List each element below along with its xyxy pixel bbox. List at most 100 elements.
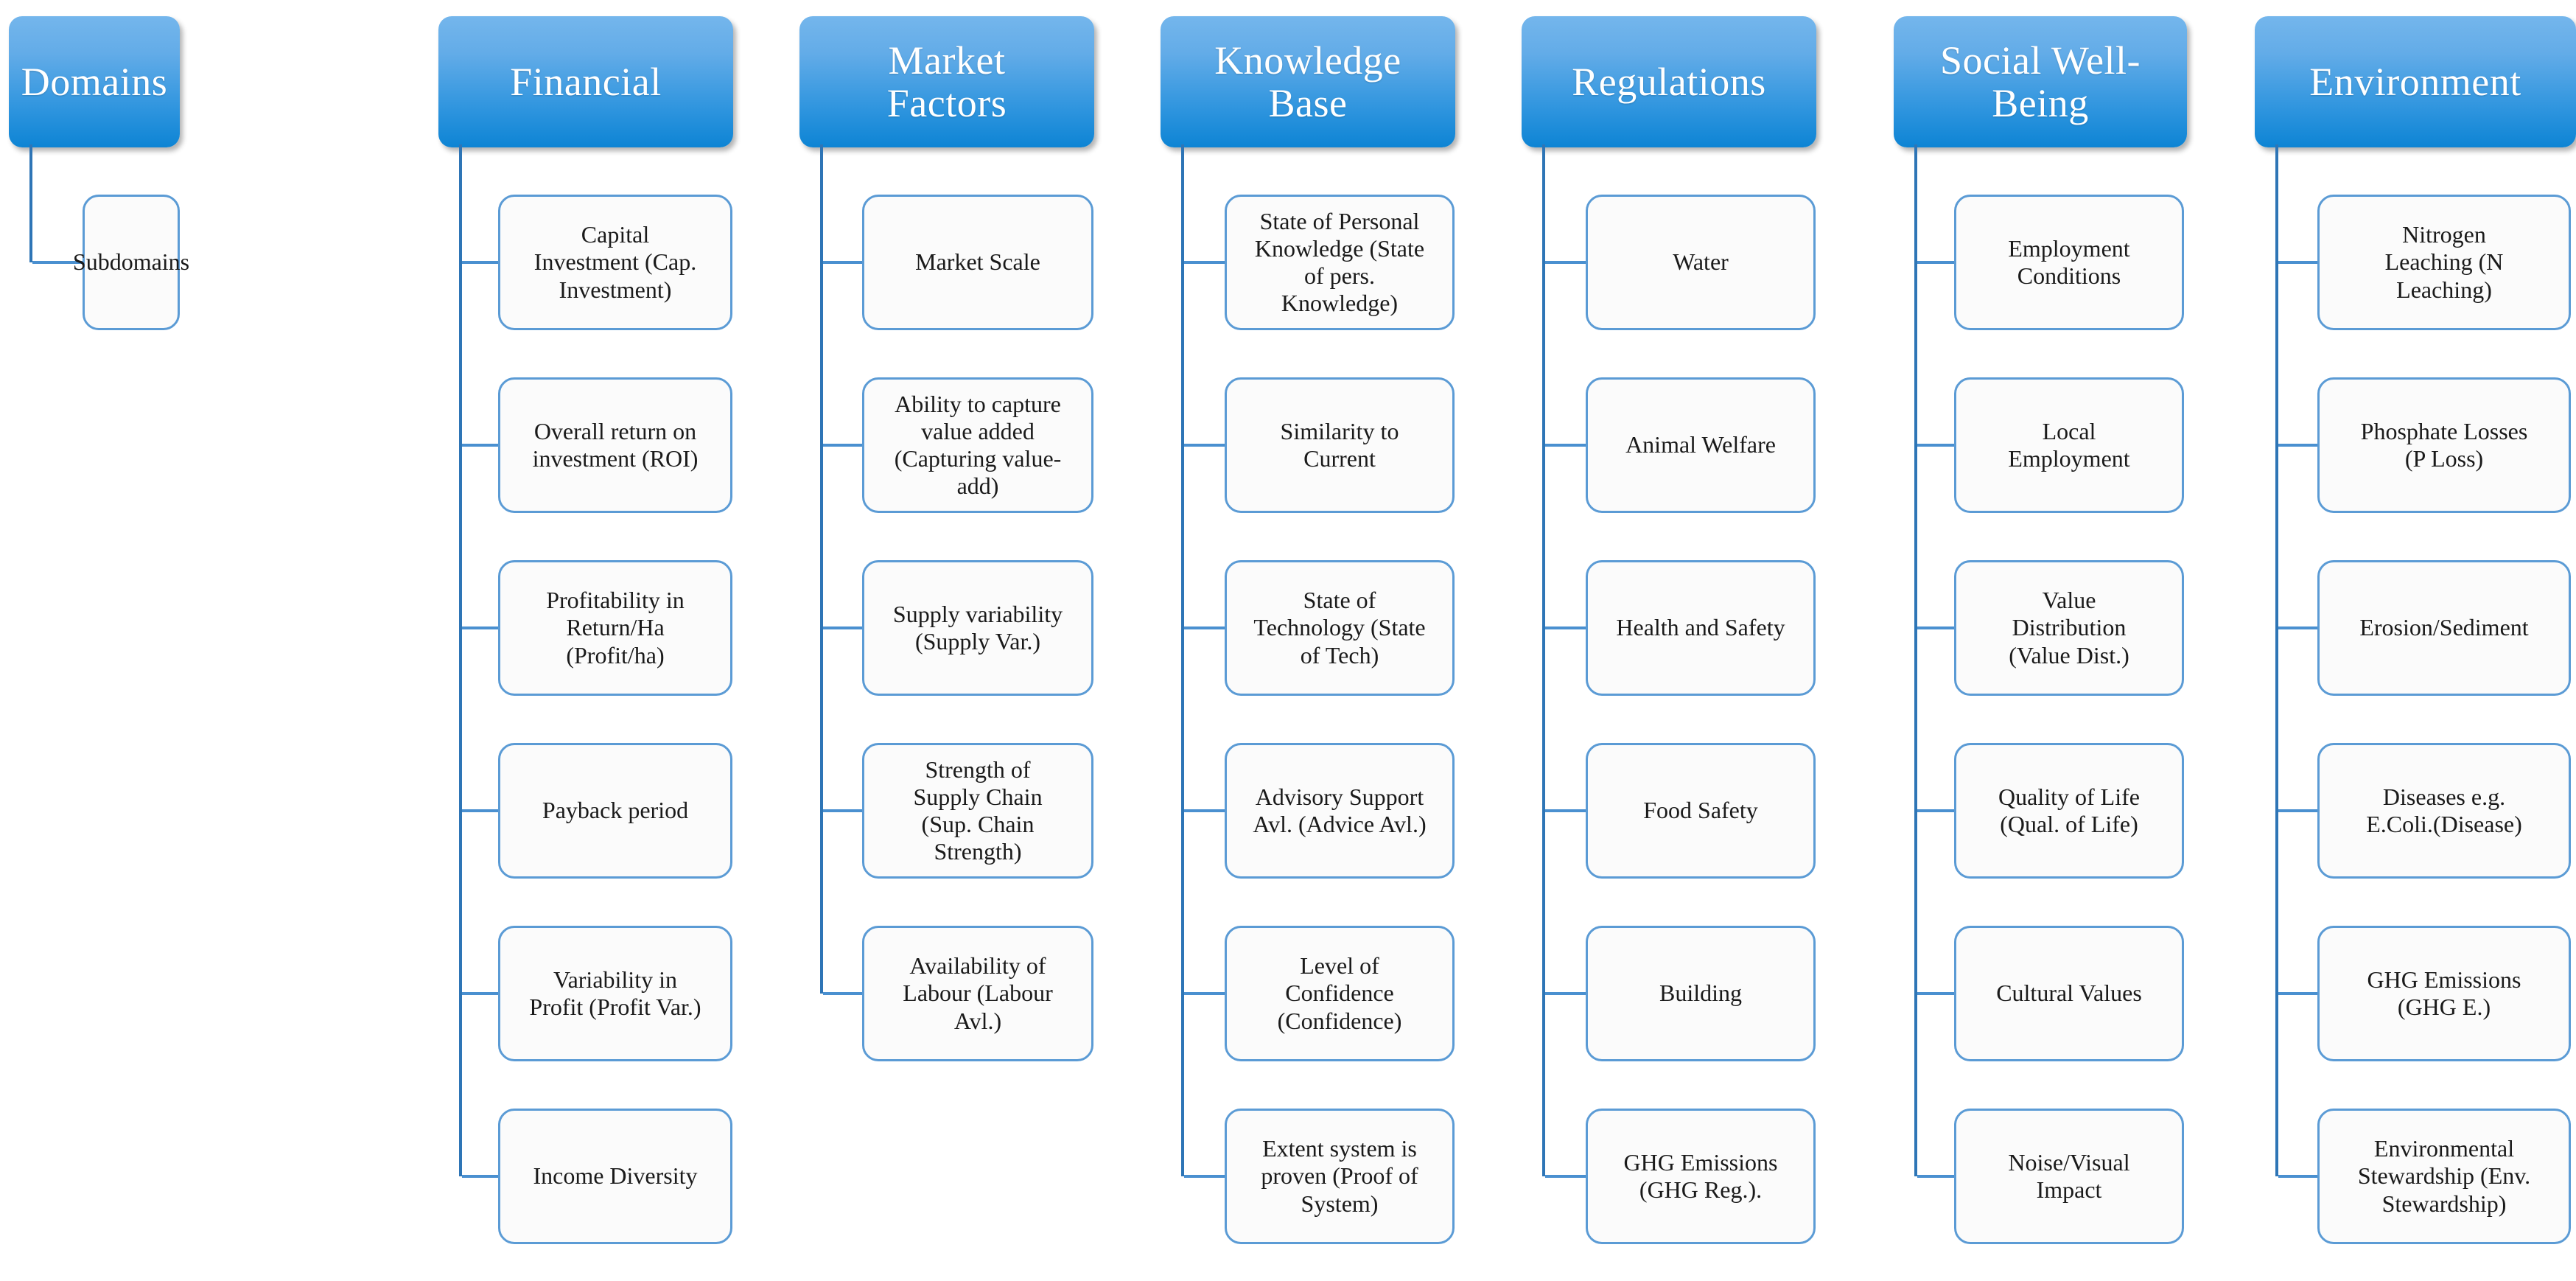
sub-box-label: Water bbox=[1673, 248, 1729, 276]
sub-box-label: Supply variability (Supply Var.) bbox=[892, 600, 1063, 655]
connector-stub bbox=[1545, 992, 1586, 995]
connector-stub bbox=[462, 992, 498, 995]
connector-stub bbox=[462, 261, 498, 264]
sub-box-label: Health and Safety bbox=[1616, 614, 1785, 641]
header-label: Market Factors bbox=[886, 38, 1007, 125]
connector-stub bbox=[1917, 992, 1954, 995]
header-label: Regulations bbox=[1572, 59, 1766, 104]
sub-box-label: Payback period bbox=[542, 797, 689, 824]
sub-box[interactable]: Level of Confidence (Confidence) bbox=[1225, 926, 1455, 1061]
sub-box-label: Overall return on investment (ROI) bbox=[532, 417, 699, 472]
sub-box[interactable]: Advisory Support Avl. (Advice Avl.) bbox=[1225, 743, 1455, 879]
connector-stub bbox=[1545, 809, 1586, 812]
header-box-knowledge-base[interactable]: Knowledge Base bbox=[1161, 16, 1455, 147]
sub-box[interactable]: Erosion/Sediment bbox=[2317, 560, 2571, 696]
sub-box[interactable]: Market Scale bbox=[862, 195, 1093, 330]
connector-stub bbox=[1545, 444, 1586, 447]
sub-box-label: Food Safety bbox=[1643, 797, 1758, 824]
sub-box[interactable]: Noise/Visual Impact bbox=[1954, 1109, 2184, 1244]
sub-box[interactable]: Cultural Values bbox=[1954, 926, 2184, 1061]
sub-box-label: Extent system is proven (Proof of System… bbox=[1261, 1135, 1418, 1217]
sub-box-label: Income Diversity bbox=[533, 1162, 698, 1190]
sub-box[interactable]: Building bbox=[1586, 926, 1816, 1061]
header-box-regulations[interactable]: Regulations bbox=[1522, 16, 1816, 147]
sub-box[interactable]: Diseases e.g. E.Coli.(Disease) bbox=[2317, 743, 2571, 879]
sub-box-label: Advisory Support Avl. (Advice Avl.) bbox=[1253, 783, 1427, 837]
header-label: Domains bbox=[21, 59, 168, 104]
sub-box[interactable]: State of Personal Knowledge (State of pe… bbox=[1225, 195, 1455, 330]
sub-box[interactable]: Profitability in Return/Ha (Profit/ha) bbox=[498, 560, 732, 696]
header-label: Social Well- Being bbox=[1939, 38, 2141, 125]
connector-stub bbox=[823, 261, 862, 264]
sub-box[interactable]: Availability of Labour (Labour Avl.) bbox=[862, 926, 1093, 1061]
sub-box[interactable]: GHG Emissions (GHG E.) bbox=[2317, 926, 2571, 1061]
sub-box-label: Market Scale bbox=[915, 248, 1040, 276]
sub-box-label: Strength of Supply Chain (Sup. Chain Str… bbox=[913, 755, 1043, 865]
sub-box[interactable]: Phosphate Losses (P Loss) bbox=[2317, 377, 2571, 513]
sub-box-label: State of Personal Knowledge (State of pe… bbox=[1254, 207, 1425, 317]
sub-box[interactable]: Supply variability (Supply Var.) bbox=[862, 560, 1093, 696]
sub-box[interactable]: Income Diversity bbox=[498, 1109, 732, 1244]
connector-stub bbox=[2278, 444, 2317, 447]
sub-box[interactable]: Value Distribution (Value Dist.) bbox=[1954, 560, 2184, 696]
connector-stub bbox=[823, 444, 862, 447]
connector-stub bbox=[2278, 261, 2317, 264]
sub-box[interactable]: Water bbox=[1586, 195, 1816, 330]
connector-stub bbox=[32, 261, 83, 264]
sub-box-label: Quality of Life (Qual. of Life) bbox=[1998, 783, 2140, 837]
connector-stub bbox=[1917, 1175, 1954, 1178]
header-box-social-well-being[interactable]: Social Well- Being bbox=[1894, 16, 2187, 147]
sub-box[interactable]: Nitrogen Leaching (N Leaching) bbox=[2317, 195, 2571, 330]
connector-stub bbox=[462, 1175, 498, 1178]
sub-box[interactable]: Animal Welfare bbox=[1586, 377, 1816, 513]
sub-box[interactable]: Food Safety bbox=[1586, 743, 1816, 879]
sub-box[interactable]: Subdomains bbox=[73, 195, 189, 330]
sub-box[interactable]: State of Technology (State of Tech) bbox=[1225, 560, 1455, 696]
sub-box-label: Ability to capture value added (Capturin… bbox=[894, 390, 1062, 500]
connector-stub bbox=[2278, 1175, 2317, 1178]
header-box-domains[interactable]: Domains bbox=[9, 16, 180, 147]
connector-stub bbox=[1917, 261, 1954, 264]
sub-box[interactable]: Strength of Supply Chain (Sup. Chain Str… bbox=[862, 743, 1093, 879]
connector-stub bbox=[1184, 1175, 1225, 1178]
sub-box-label: Capital Investment (Cap. Investment) bbox=[533, 221, 697, 303]
sub-box[interactable]: Quality of Life (Qual. of Life) bbox=[1954, 743, 2184, 879]
sub-box[interactable]: Overall return on investment (ROI) bbox=[498, 377, 732, 513]
header-box-market-factors[interactable]: Market Factors bbox=[799, 16, 1094, 147]
header-label: Environment bbox=[2309, 59, 2521, 104]
sub-box[interactable]: Payback period bbox=[498, 743, 732, 879]
connector-stub bbox=[823, 809, 862, 812]
sub-box[interactable]: Employment Conditions bbox=[1954, 195, 2184, 330]
sub-box[interactable]: Extent system is proven (Proof of System… bbox=[1225, 1109, 1455, 1244]
sub-box[interactable]: Health and Safety bbox=[1586, 560, 1816, 696]
connector-stub bbox=[1184, 809, 1225, 812]
sub-box-label: Erosion/Sediment bbox=[2359, 614, 2529, 641]
sub-box[interactable]: Local Employment bbox=[1954, 377, 2184, 513]
connector-stub bbox=[2278, 992, 2317, 995]
sub-box-label: Animal Welfare bbox=[1625, 431, 1776, 458]
sub-box[interactable]: Ability to capture value added (Capturin… bbox=[862, 377, 1093, 513]
sub-box[interactable]: Capital Investment (Cap. Investment) bbox=[498, 195, 732, 330]
sub-box[interactable]: Variability in Profit (Profit Var.) bbox=[498, 926, 732, 1061]
sub-box-label: Subdomains bbox=[72, 248, 190, 276]
connector-stub bbox=[1545, 626, 1586, 629]
header-box-financial[interactable]: Financial bbox=[438, 16, 733, 147]
sub-box[interactable]: GHG Emissions (GHG Reg.). bbox=[1586, 1109, 1816, 1244]
sub-box-label: Value Distribution (Value Dist.) bbox=[2009, 587, 2129, 669]
sub-box-label: State of Technology (State of Tech) bbox=[1253, 587, 1426, 669]
sub-box[interactable]: Similarity to Current bbox=[1225, 377, 1455, 513]
sub-box[interactable]: Environmental Stewardship (Env. Stewards… bbox=[2317, 1109, 2571, 1244]
connector-stub bbox=[1184, 444, 1225, 447]
connector-stub bbox=[1184, 992, 1225, 995]
header-box-environment[interactable]: Environment bbox=[2255, 16, 2576, 147]
connector-stub bbox=[1917, 444, 1954, 447]
connector-stub bbox=[823, 992, 862, 995]
sub-box-label: Employment Conditions bbox=[2008, 234, 2130, 289]
connector-stub bbox=[1184, 626, 1225, 629]
connector-rail bbox=[1542, 144, 1545, 1176]
connector-stub bbox=[823, 626, 862, 629]
